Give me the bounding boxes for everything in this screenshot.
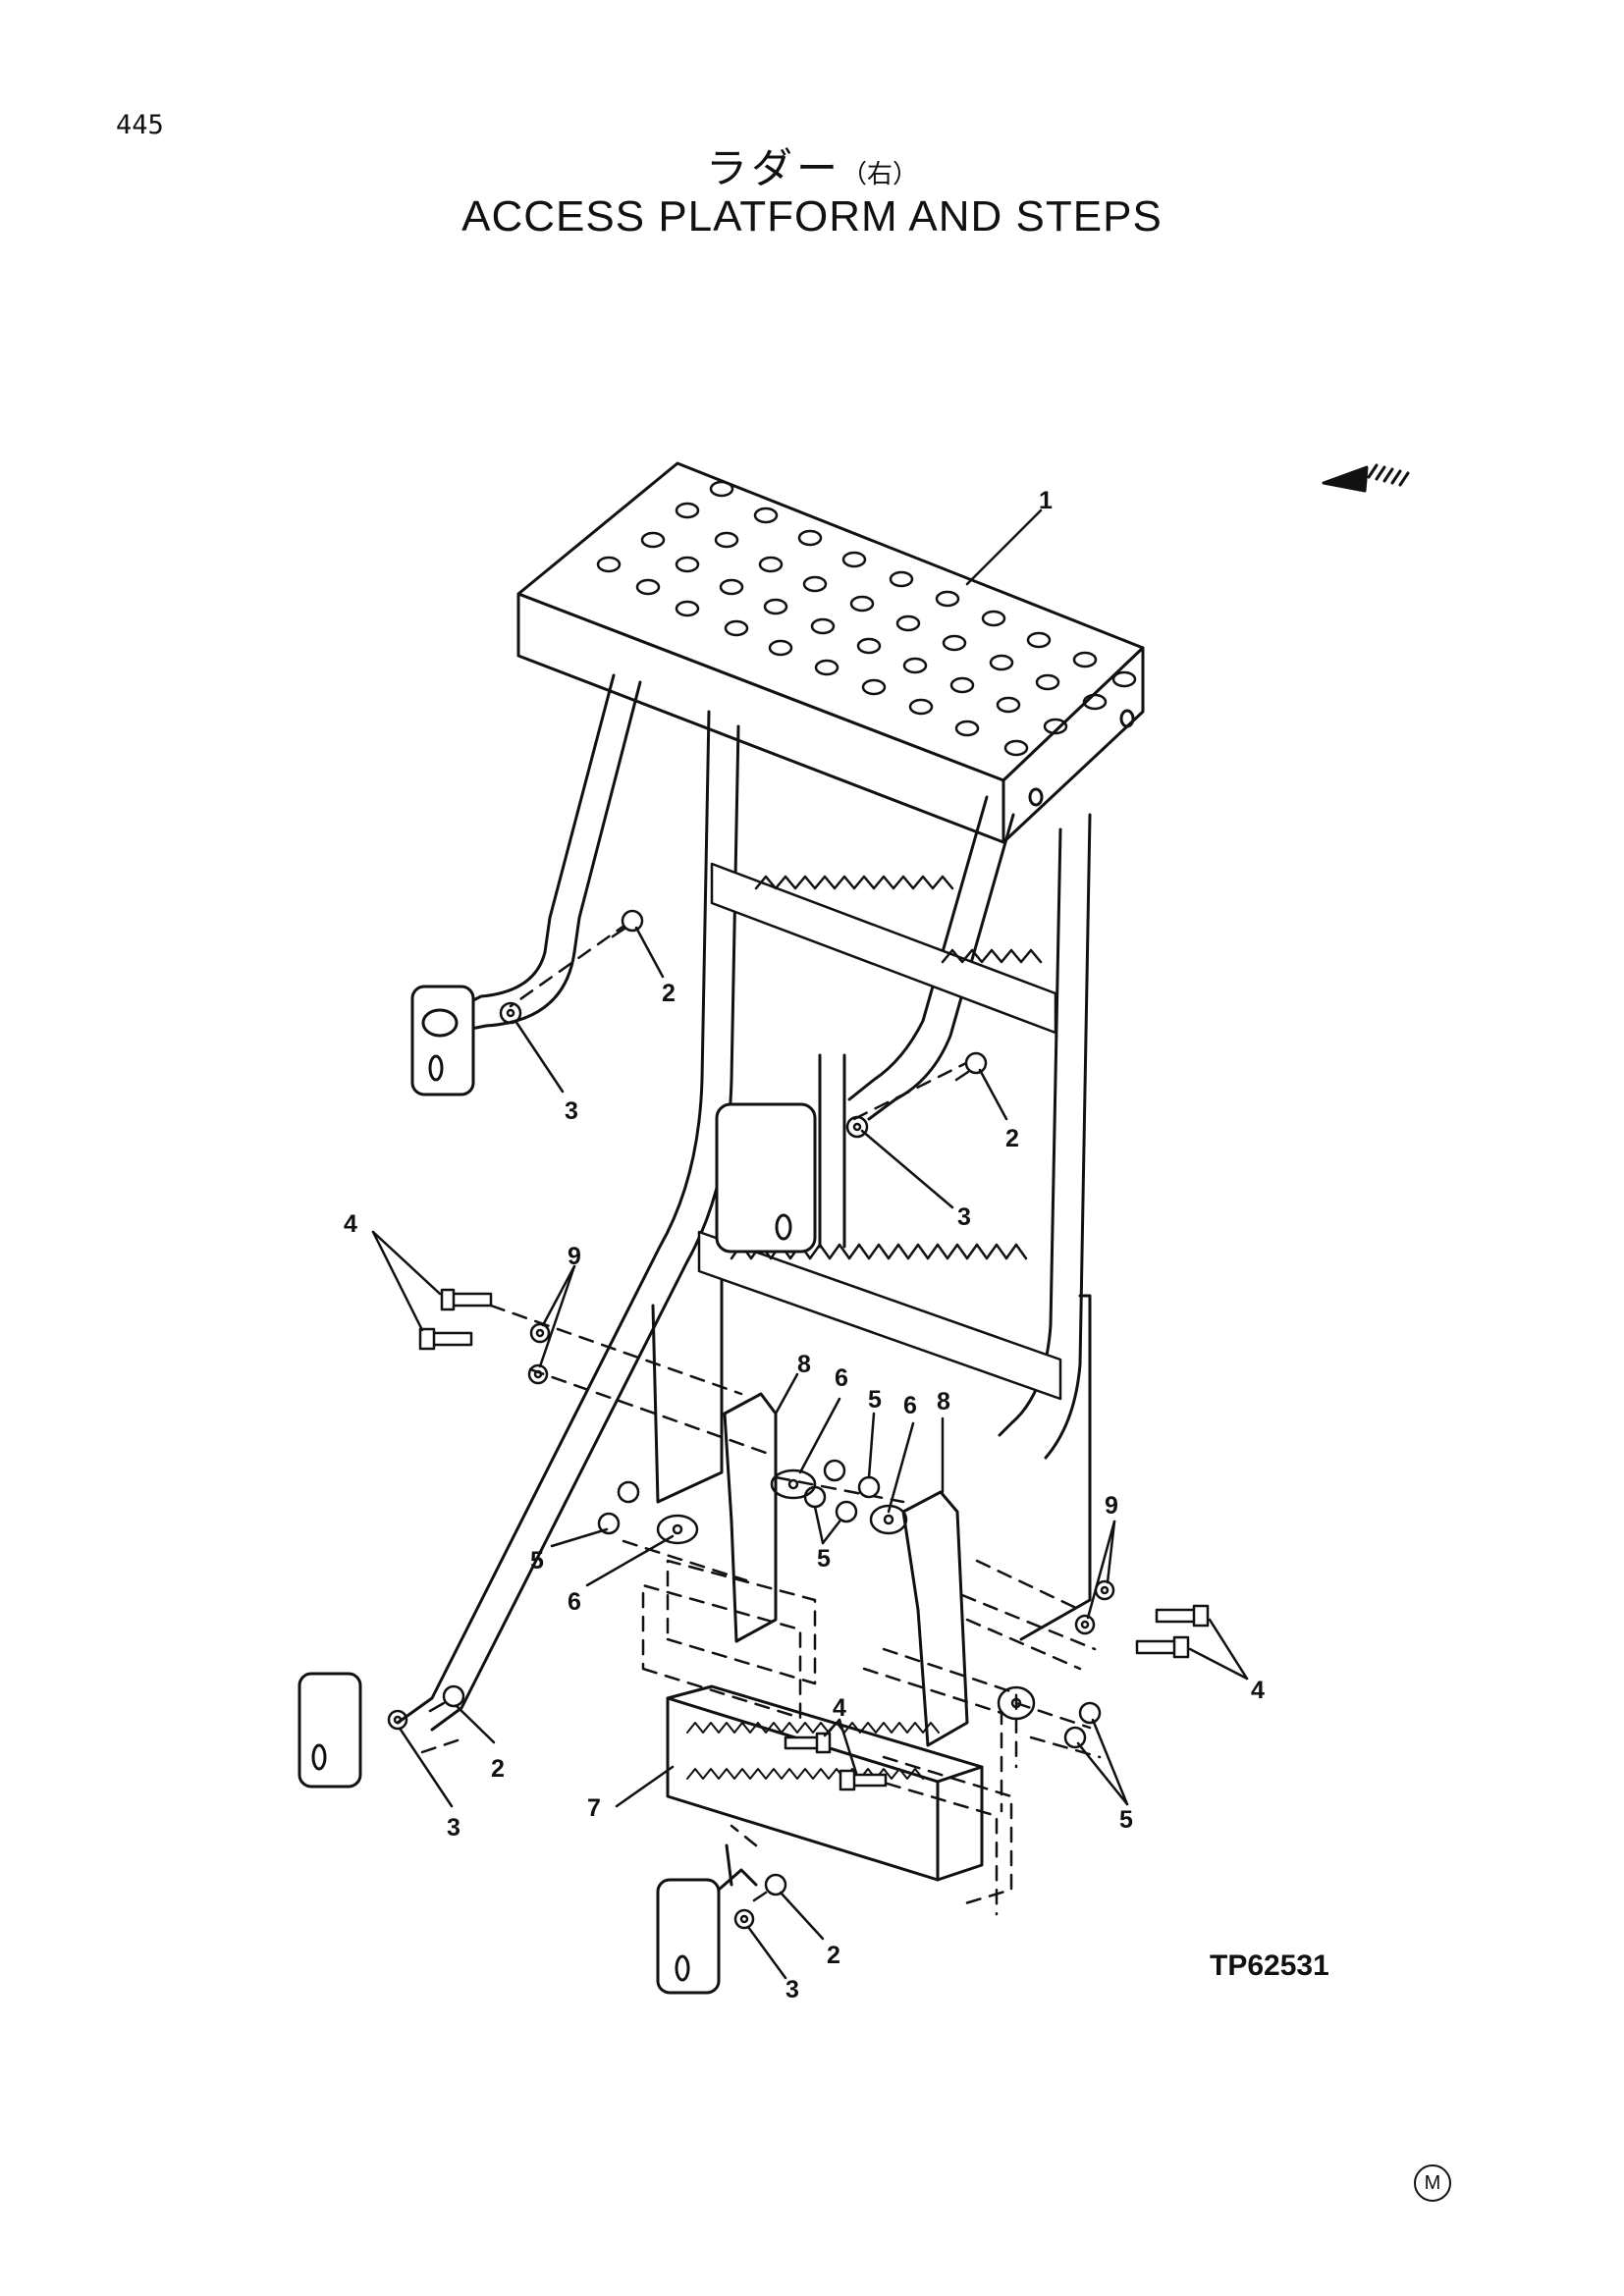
title-japanese: ラダー（右） <box>0 135 1624 195</box>
washer-icon <box>529 1322 551 1344</box>
bolt-icon <box>752 1873 787 1902</box>
bolt-icon <box>784 1732 832 1754</box>
bolt-icon <box>839 1769 888 1791</box>
ladder-frame <box>396 673 1092 1732</box>
foot-pad-upper-left <box>410 985 475 1096</box>
callout-2: 2 <box>827 1942 840 1969</box>
title-japanese-suffix: （右） <box>841 160 919 189</box>
gasket-icon <box>656 1514 699 1545</box>
bolt-icon <box>1155 1604 1210 1628</box>
washer-icon <box>499 1001 522 1025</box>
title-english: ACCESS PLATFORM AND STEPS <box>461 192 1163 240</box>
callout-3: 3 <box>565 1097 578 1125</box>
nut-icon <box>617 1480 640 1504</box>
callout-5: 5 <box>1119 1806 1133 1834</box>
nut-icon <box>823 1459 846 1482</box>
gasket-icon <box>770 1468 817 1500</box>
foot-pad-bottom <box>656 1843 758 1995</box>
bolt-icon <box>418 1327 473 1351</box>
fasteners <box>387 909 1210 1930</box>
nut-icon <box>857 1475 881 1499</box>
nut-icon <box>803 1485 827 1509</box>
platform-perforation-holes <box>596 480 1137 757</box>
callout-numbers: 1 2 3 2 3 4 9 8 6 5 6 8 5 5 6 9 4 4 5 7 … <box>344 487 1265 2003</box>
step-rungs <box>697 862 1062 1401</box>
nut-icon <box>835 1500 858 1523</box>
callout-7: 7 <box>587 1794 601 1822</box>
bolt-icon <box>1135 1635 1190 1659</box>
callout-2: 2 <box>1005 1125 1019 1152</box>
washer-icon <box>733 1908 755 1930</box>
washer-icon <box>527 1363 549 1385</box>
gasket-icon <box>869 1504 908 1535</box>
bolt-icon <box>954 1051 988 1082</box>
gasket-icon <box>997 1685 1036 1721</box>
callout-8: 8 <box>797 1351 811 1378</box>
callout-5: 5 <box>530 1547 544 1575</box>
bolt-icon <box>611 909 644 938</box>
access-platform <box>516 461 1145 844</box>
callout-4: 4 <box>833 1694 846 1722</box>
washer-icon <box>1074 1614 1096 1635</box>
manufacturer-marker-icon: M <box>1414 2164 1451 2202</box>
page-number: 445 <box>116 110 164 140</box>
callout-4: 4 <box>344 1210 357 1238</box>
callout-1: 1 <box>1039 487 1053 514</box>
drawing-code: TP62531 <box>1210 1949 1329 1982</box>
callout-6: 6 <box>835 1364 848 1392</box>
nut-icon <box>1078 1701 1102 1725</box>
callout-6: 6 <box>568 1588 581 1616</box>
callout-9: 9 <box>1105 1492 1118 1520</box>
bolt-icon <box>428 1684 465 1713</box>
callout-8: 8 <box>937 1388 950 1415</box>
foot-pad-lower-left <box>298 1672 362 1789</box>
callout-4: 4 <box>1251 1677 1265 1704</box>
callout-leader-lines <box>371 508 1249 1980</box>
callout-3: 3 <box>957 1203 971 1231</box>
callout-6: 6 <box>903 1392 917 1419</box>
washer-icon <box>387 1709 408 1731</box>
callout-2: 2 <box>491 1755 505 1783</box>
callout-5: 5 <box>817 1545 831 1573</box>
bolt-icon <box>440 1288 493 1311</box>
callout-3: 3 <box>785 1976 799 2003</box>
nut-icon <box>597 1512 621 1535</box>
callout-5: 5 <box>868 1386 882 1414</box>
callout-3: 3 <box>447 1814 460 1842</box>
front-direction-arrow-icon <box>1322 463 1410 493</box>
title-japanese-main: ラダー <box>705 144 841 192</box>
mounting-brackets <box>723 1392 969 1747</box>
callout-9: 9 <box>568 1243 581 1270</box>
foot-pad-center <box>715 1102 817 1254</box>
nut-icon <box>1063 1726 1087 1749</box>
callout-2: 2 <box>662 980 676 1007</box>
washer-icon <box>845 1115 869 1139</box>
